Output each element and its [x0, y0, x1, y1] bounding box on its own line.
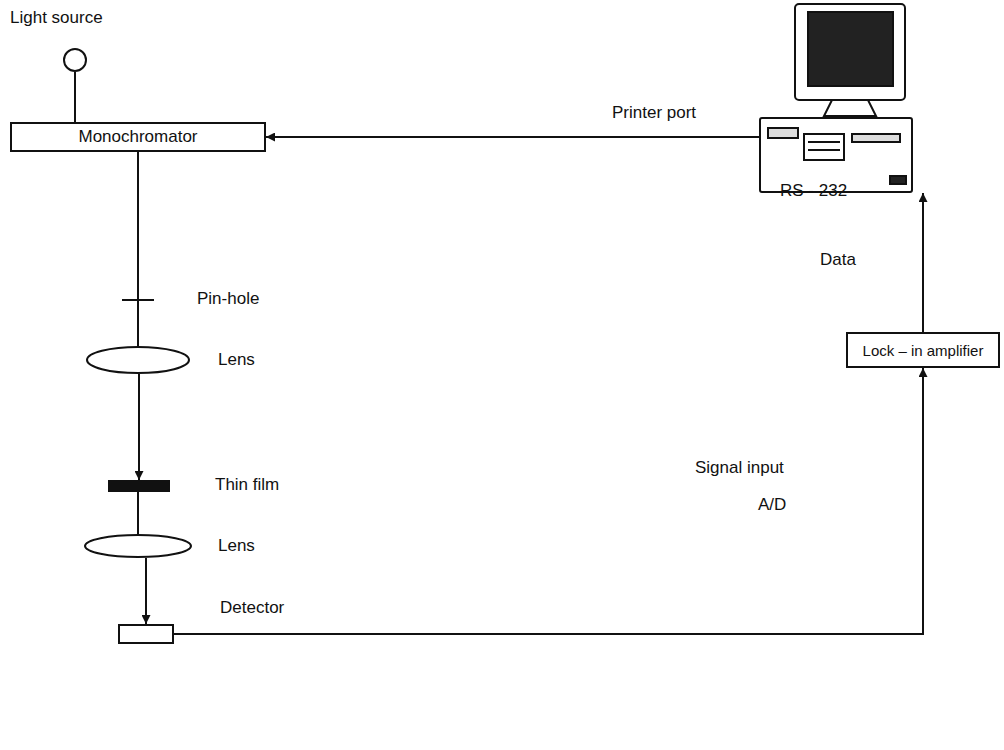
beam-connector: [138, 374, 140, 480]
beam-connector: [174, 368, 923, 634]
lens: Lens: [86, 346, 190, 374]
control-link: [266, 136, 760, 138]
node-label: Lens: [218, 350, 255, 370]
annotation-label: Signal input: [695, 458, 784, 478]
node-label: Monochromator: [78, 127, 197, 147]
lens-outline: [86, 346, 190, 374]
node-label: Light source: [10, 8, 103, 28]
lamp-outline: [64, 49, 86, 71]
lock-in-amplifier-box: Lock – in amplifier: [846, 332, 1000, 368]
lens: Lens: [84, 534, 192, 558]
annotation-label: Printer port: [612, 103, 696, 123]
beam-connector: [137, 152, 139, 346]
lens-outline: [84, 534, 192, 558]
thin-film: Thin film: [108, 480, 170, 492]
beam-connector: [145, 558, 147, 624]
monochromator-box: Monochromator: [10, 122, 266, 152]
beam-connector: [137, 492, 139, 534]
data-link: [922, 193, 924, 332]
node-label: Thin film: [215, 475, 279, 495]
beam-connector: [74, 72, 76, 122]
annotation-label: A/D: [758, 495, 786, 515]
node-label: Detector: [220, 598, 284, 618]
lens-outline: [87, 347, 189, 373]
lamp-outline: [63, 48, 87, 72]
computer-icon: [760, 4, 912, 192]
node-label: Lens: [218, 536, 255, 556]
light-source: Light source: [63, 48, 87, 72]
annotation-label: Data: [820, 250, 856, 270]
node-label: Lock – in amplifier: [863, 342, 984, 359]
detector-box: Detector: [118, 624, 174, 644]
lens-outline: [85, 535, 191, 557]
annotation-label: RS - 232: [780, 181, 847, 201]
annotation-label: Pin-hole: [197, 289, 259, 309]
